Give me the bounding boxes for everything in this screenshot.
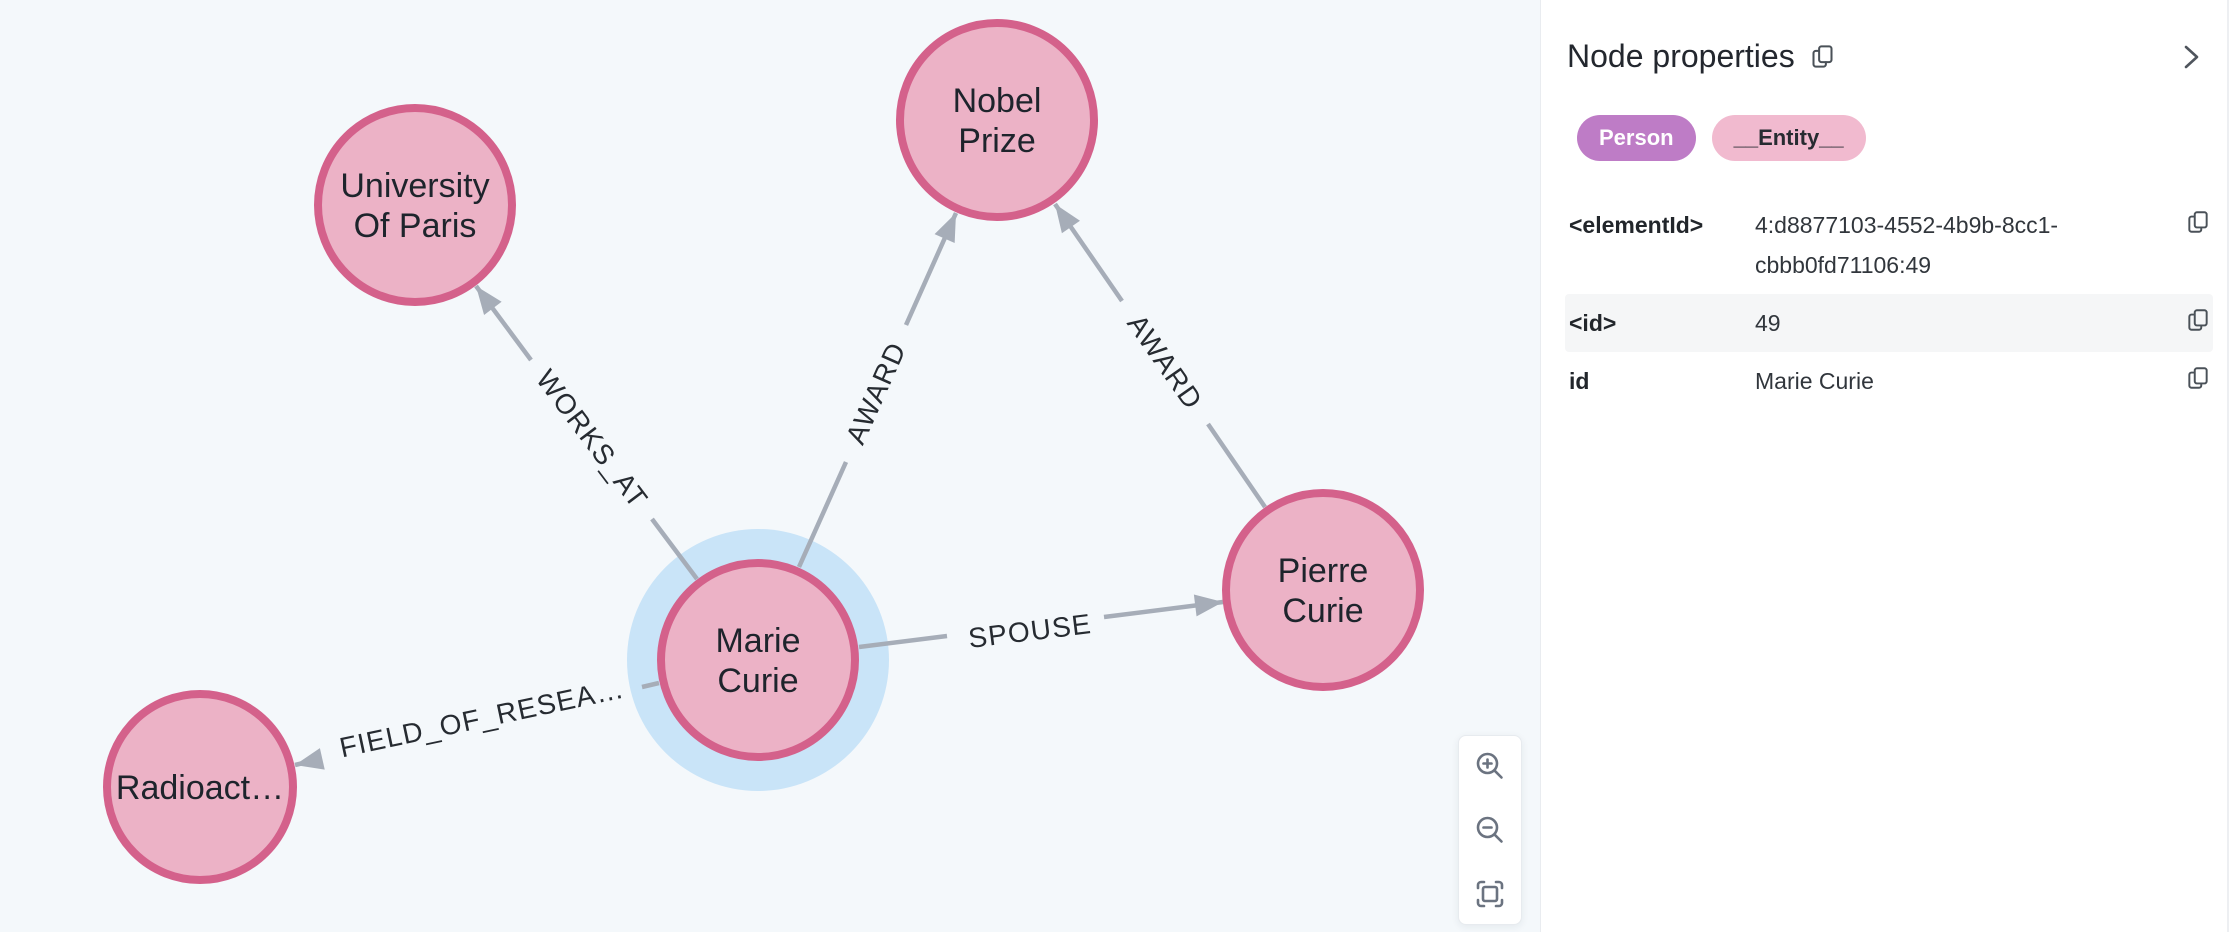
graph-area: WORKS_AT AWARD AWARD SPOUSE bbox=[0, 0, 1540, 938]
zoom-in-button[interactable] bbox=[1472, 748, 1508, 784]
copy-id-button[interactable] bbox=[2185, 365, 2211, 391]
node-label-badge-entity[interactable]: __Entity__ bbox=[1711, 115, 1866, 161]
fit-to-screen-icon bbox=[1476, 880, 1504, 908]
fit-to-screen-button[interactable] bbox=[1472, 876, 1508, 912]
property-row-id-internal: <id> 49 bbox=[1565, 294, 2213, 352]
edge-spouse[interactable]: SPOUSE bbox=[858, 591, 1224, 654]
property-row-elementid: <elementId> 4:d8877103-4552-4b9b-8cc1-cb… bbox=[1565, 196, 2213, 294]
node-label: Curie bbox=[1282, 592, 1363, 630]
node-pierre-curie[interactable]: Pierre Curie bbox=[1222, 489, 1424, 691]
property-key: id bbox=[1569, 368, 1590, 394]
edge-label-spouse[interactable]: SPOUSE bbox=[967, 608, 1094, 654]
edge-label-field-of-research[interactable]: FIELD_OF_RESEA… bbox=[337, 673, 627, 764]
property-key: <id> bbox=[1569, 310, 1617, 336]
edge-field-of-research[interactable]: FIELD_OF_RESEA… bbox=[293, 673, 660, 776]
property-value: 4:d8877103-4552-4b9b-8cc1-cbbb0fd71106:4… bbox=[1755, 212, 2059, 278]
node-labels: Person __Entity__ bbox=[1577, 115, 1866, 161]
arrowhead-icon bbox=[476, 286, 502, 315]
arrowhead-icon bbox=[934, 213, 956, 244]
zoom-in-icon bbox=[1476, 752, 1503, 779]
copy-icon bbox=[1812, 45, 1833, 68]
node-label: Radioact… bbox=[116, 769, 284, 807]
arrowhead-icon bbox=[1193, 594, 1223, 617]
copy-icon bbox=[2188, 211, 2208, 233]
arrowhead-icon bbox=[1055, 204, 1080, 234]
property-value: 49 bbox=[1755, 310, 1781, 336]
properties-table: <elementId> 4:d8877103-4552-4b9b-8cc1-cb… bbox=[1565, 196, 2213, 410]
copy-icon bbox=[2188, 367, 2208, 389]
property-row-id: id Marie Curie bbox=[1565, 352, 2213, 410]
node-marie-curie[interactable]: Marie Curie bbox=[657, 559, 859, 761]
property-key: <elementId> bbox=[1569, 212, 1704, 238]
graph-canvas[interactable]: WORKS_AT AWARD AWARD SPOUSE bbox=[0, 0, 1540, 938]
edge-award-marie[interactable]: AWARD bbox=[796, 209, 966, 568]
copy-elementid-button[interactable] bbox=[2185, 209, 2211, 235]
property-value: Marie Curie bbox=[1755, 368, 1874, 394]
node-label: Of Paris bbox=[354, 207, 477, 245]
edge-label-award-pierre[interactable]: AWARD bbox=[1121, 309, 1208, 415]
arrowhead-icon bbox=[295, 748, 325, 770]
node-label: Nobel bbox=[953, 82, 1042, 120]
chevron-right-icon bbox=[2184, 45, 2199, 69]
node-label: Marie bbox=[715, 622, 800, 660]
edge-award-pierre[interactable]: AWARD bbox=[1046, 198, 1267, 509]
edge-works-at[interactable]: WORKS_AT bbox=[467, 279, 699, 581]
zoom-out-button[interactable] bbox=[1472, 812, 1508, 848]
node-label: Pierre bbox=[1278, 552, 1369, 590]
edge-label-works-at[interactable]: WORKS_AT bbox=[530, 364, 654, 514]
node-label-badge-person[interactable]: Person bbox=[1577, 115, 1696, 161]
edge-label-award-marie[interactable]: AWARD bbox=[840, 337, 912, 448]
node-properties-panel: Node properties Person __Entity__ <eleme… bbox=[1540, 0, 2232, 938]
node-label: Curie bbox=[717, 662, 798, 700]
node-label: University bbox=[340, 167, 489, 205]
window-bottom-edge bbox=[0, 932, 2232, 938]
node-university-of-paris[interactable]: University Of Paris bbox=[314, 104, 516, 306]
node-nobel-prize[interactable]: Nobel Prize bbox=[896, 19, 1098, 221]
panel-scroll-track[interactable] bbox=[2227, 0, 2229, 938]
zoom-out-icon bbox=[1476, 816, 1503, 843]
copy-all-properties-button[interactable] bbox=[1809, 43, 1836, 70]
copy-icon bbox=[2188, 309, 2208, 331]
panel-title: Node properties bbox=[1567, 38, 1795, 74]
node-label: Prize bbox=[958, 122, 1035, 160]
collapse-panel-button[interactable] bbox=[2174, 40, 2208, 74]
copy-id-internal-button[interactable] bbox=[2185, 307, 2211, 333]
zoom-toolbar bbox=[1458, 735, 1522, 925]
node-radioactivity[interactable]: Radioact… bbox=[103, 690, 297, 884]
